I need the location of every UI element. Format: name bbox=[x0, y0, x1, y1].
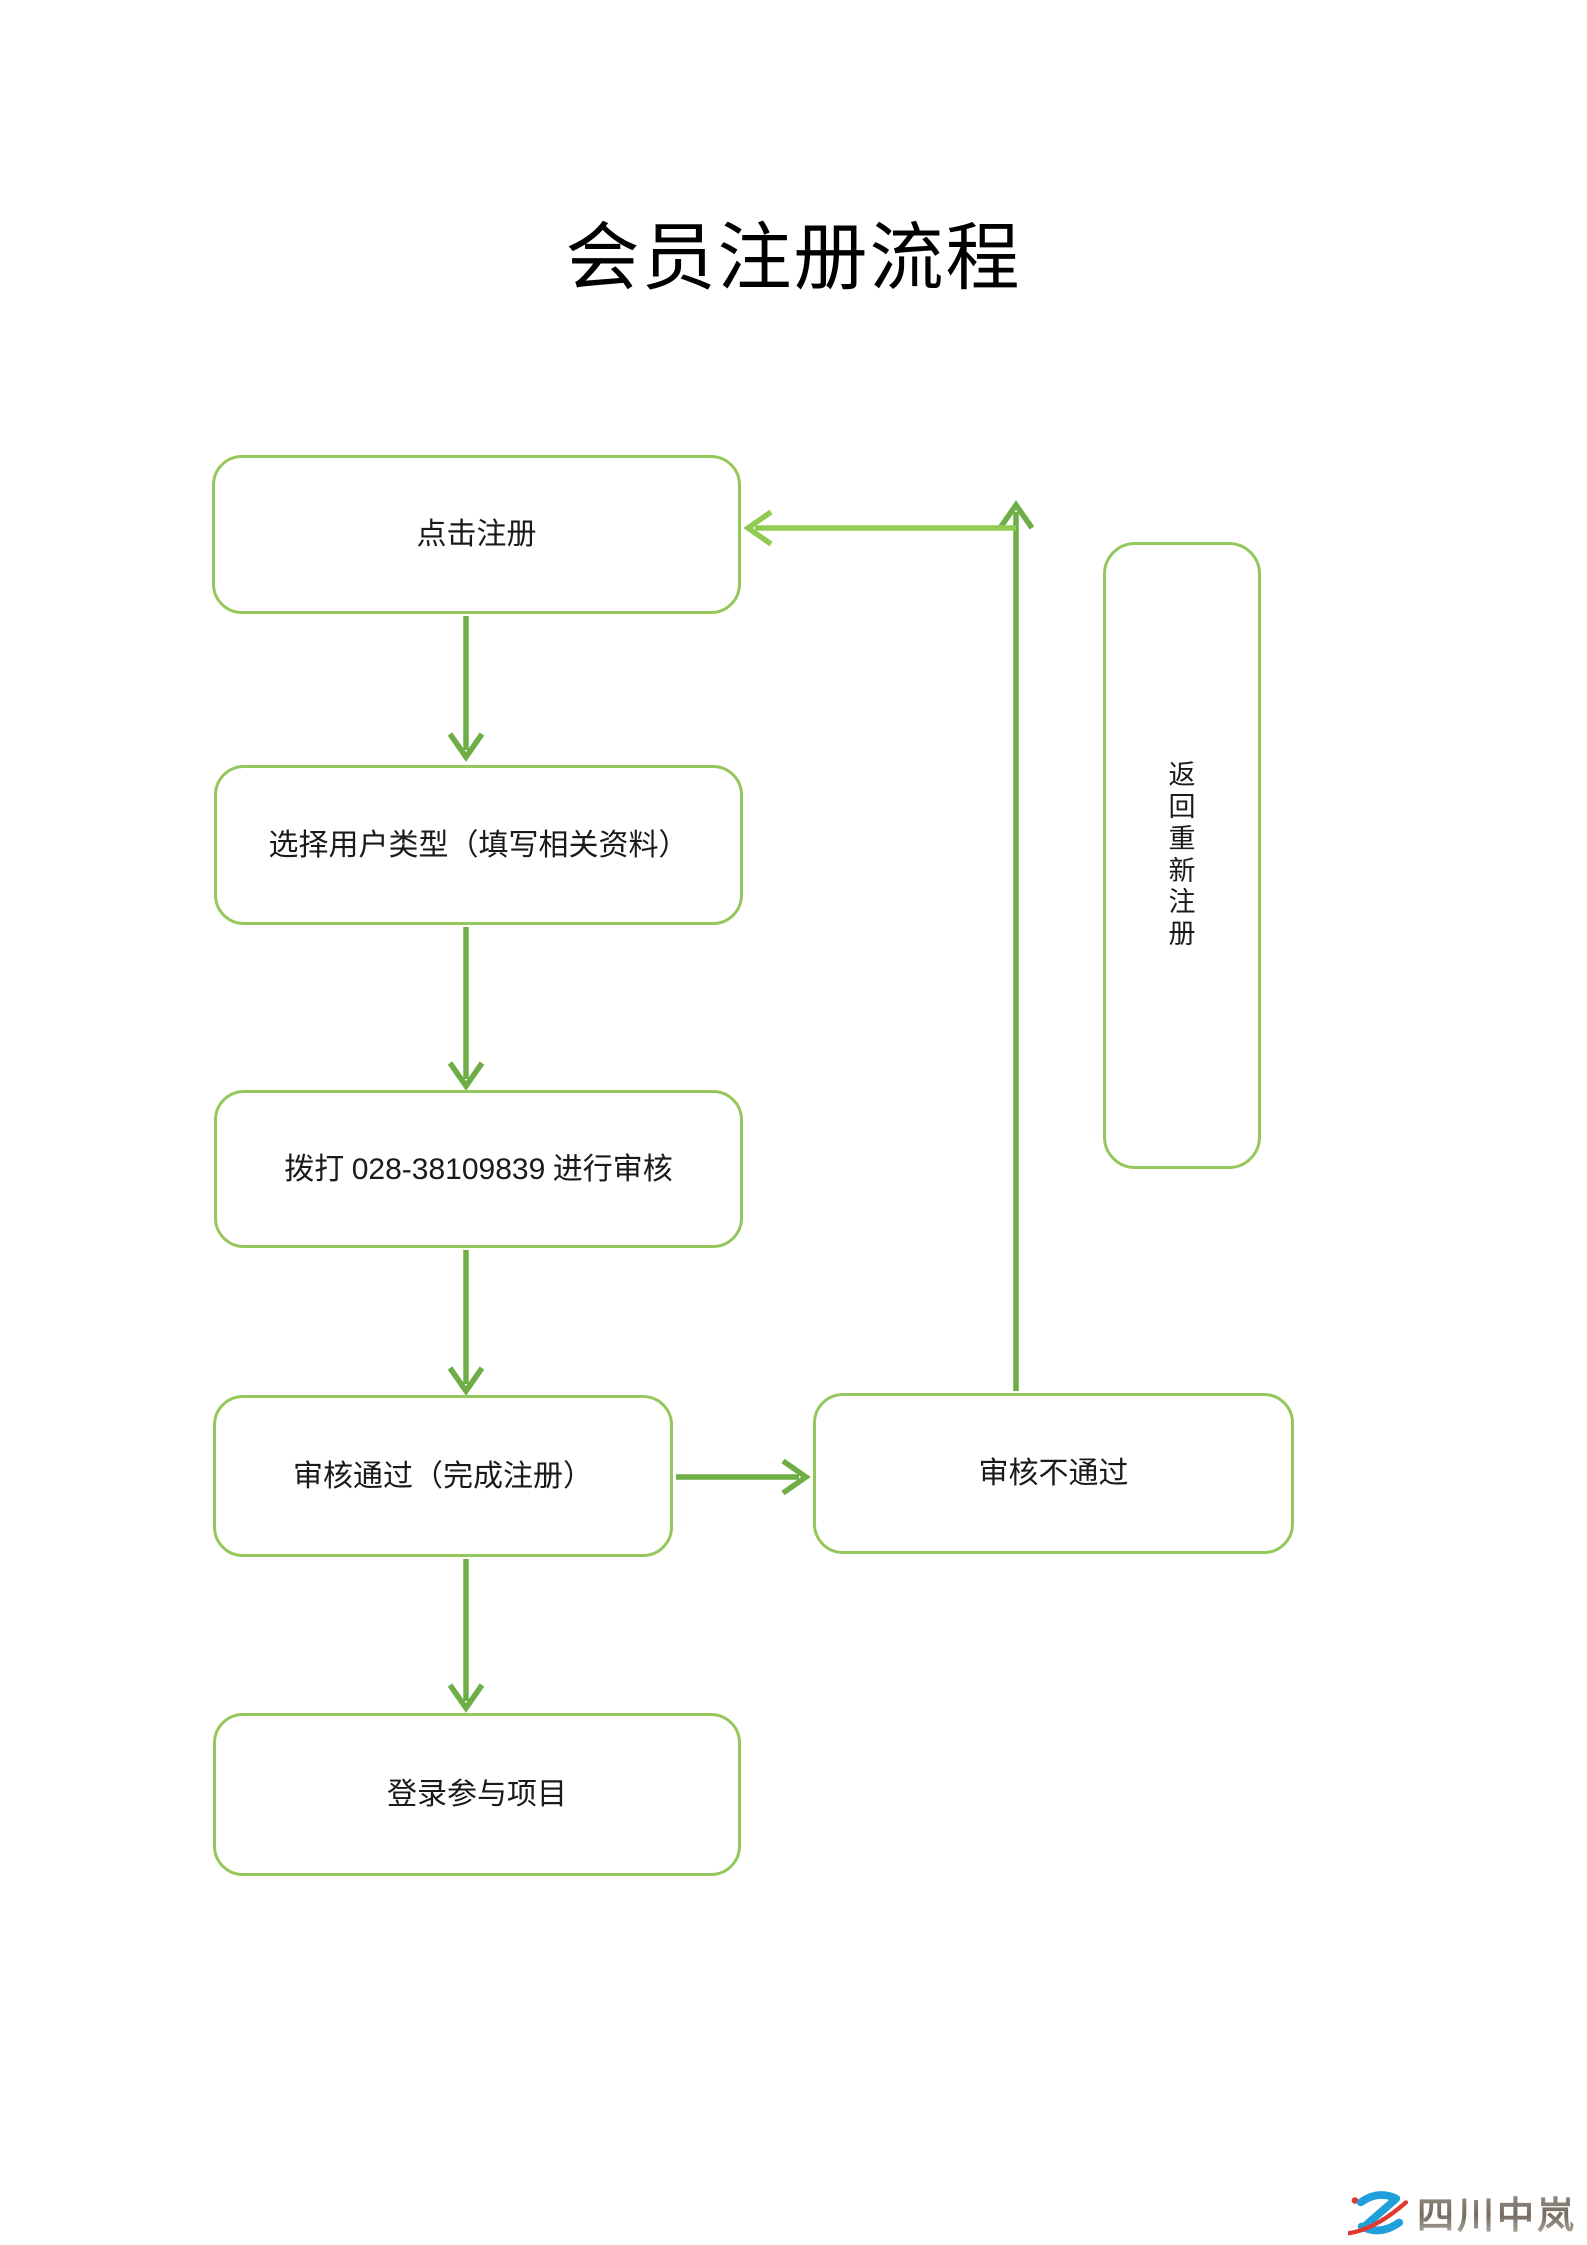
arrow-review-failed-up bbox=[997, 500, 1035, 1391]
node-label: 登录参与项目 bbox=[387, 1778, 567, 1811]
brand-name: 四川中岚 bbox=[1417, 2185, 1577, 2239]
node-label: 审核通过（完成注册） bbox=[293, 1459, 593, 1493]
node-label: 选择用户类型（填写相关资料） bbox=[268, 828, 689, 862]
arrow-return-to-click-register bbox=[743, 509, 1016, 547]
node-return-reregister: 返回重新注册 bbox=[1103, 542, 1261, 1169]
phone-number: 028-38109839 bbox=[351, 1152, 546, 1186]
node-login-participate: 登录参与项目 bbox=[213, 1713, 741, 1876]
node-review-passed: 审核通过（完成注册） bbox=[213, 1395, 673, 1557]
arrow-call-review-to-review-passed bbox=[447, 1250, 485, 1396]
brand-logo: 四川中岚 bbox=[1348, 2185, 1577, 2239]
node-click-register: 点击注册 bbox=[212, 455, 741, 614]
arrow-review-passed-to-login-participate bbox=[447, 1559, 485, 1713]
node-label: 拨打 028-38109839 进行审核 bbox=[284, 1152, 673, 1186]
node-call-review: 拨打 028-38109839 进行审核 bbox=[214, 1090, 743, 1248]
arrow-click-register-to-select-user-type bbox=[447, 616, 485, 762]
arrow-review-passed-to-review-failed bbox=[676, 1458, 811, 1496]
node-label-vertical: 返回重新注册 bbox=[1168, 759, 1196, 950]
z-swoosh-logo-icon bbox=[1348, 2191, 1409, 2236]
page-title: 会员注册流程 bbox=[565, 218, 1022, 300]
node-label: 点击注册 bbox=[416, 518, 537, 551]
node-select-user-type: 选择用户类型（填写相关资料） bbox=[214, 765, 743, 925]
node-review-failed: 审核不通过 bbox=[813, 1393, 1294, 1554]
node-label: 审核不通过 bbox=[978, 1457, 1129, 1490]
arrow-select-user-type-to-call-review bbox=[447, 927, 485, 1091]
